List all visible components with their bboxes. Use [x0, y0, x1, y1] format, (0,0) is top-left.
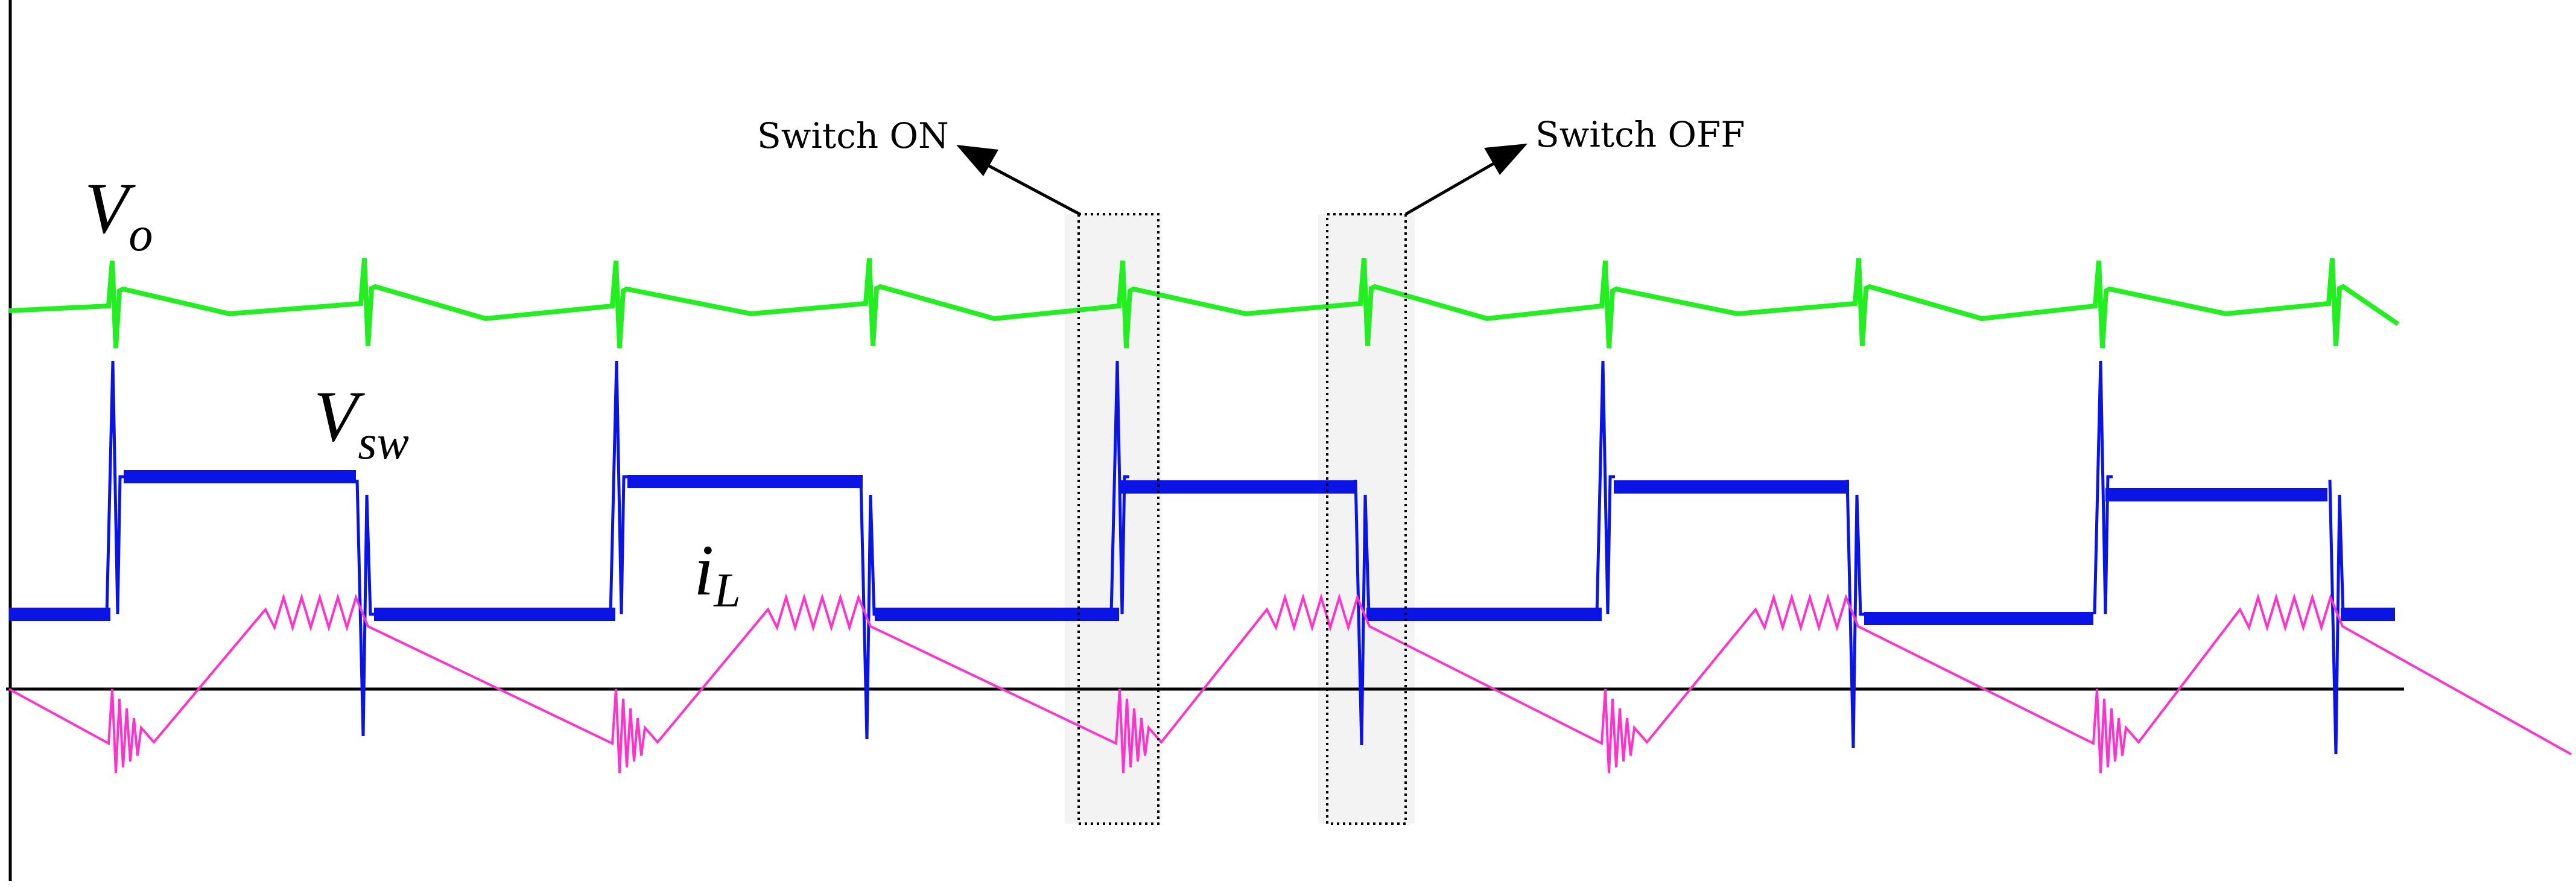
vsw-bar: [2341, 608, 2395, 621]
vsw-label: Vsw: [314, 376, 409, 469]
vsw-bar: [374, 608, 615, 621]
vo-label-sub: o: [128, 208, 153, 261]
vo-label: Vo: [84, 168, 153, 261]
il-label-main: i: [694, 530, 714, 610]
vsw-waveform: [105, 360, 2348, 755]
il-waveform: [8, 593, 2572, 774]
vsw-bar: [2105, 488, 2327, 501]
vsw-bars: [9, 470, 2395, 625]
switch-off-label: Switch OFF: [1535, 114, 1745, 155]
vsw-bar: [875, 608, 1119, 621]
vo-label-main: V: [84, 168, 136, 248]
vsw-bar: [124, 470, 356, 483]
vsw-bar: [627, 475, 863, 488]
vsw-bar: [1864, 612, 2093, 625]
switch-off-callout-line: [1404, 155, 1506, 216]
vsw-label-main: V: [314, 376, 365, 456]
vsw-bar: [1614, 480, 1849, 494]
il-label: iL: [694, 530, 741, 617]
il-label-sub: L: [713, 564, 741, 617]
vsw-bar: [1119, 480, 1354, 494]
vo-waveform: [8, 258, 2400, 349]
vsw-label-sub: sw: [358, 416, 409, 469]
vsw-bar: [9, 608, 110, 621]
switch-on-label: Switch ON: [757, 115, 949, 156]
switch-on-arrowhead: [956, 145, 998, 176]
switch-on-callout-line: [973, 156, 1081, 216]
vsw-bar: [1366, 608, 1602, 621]
switch-off-arrowhead: [1484, 144, 1528, 175]
